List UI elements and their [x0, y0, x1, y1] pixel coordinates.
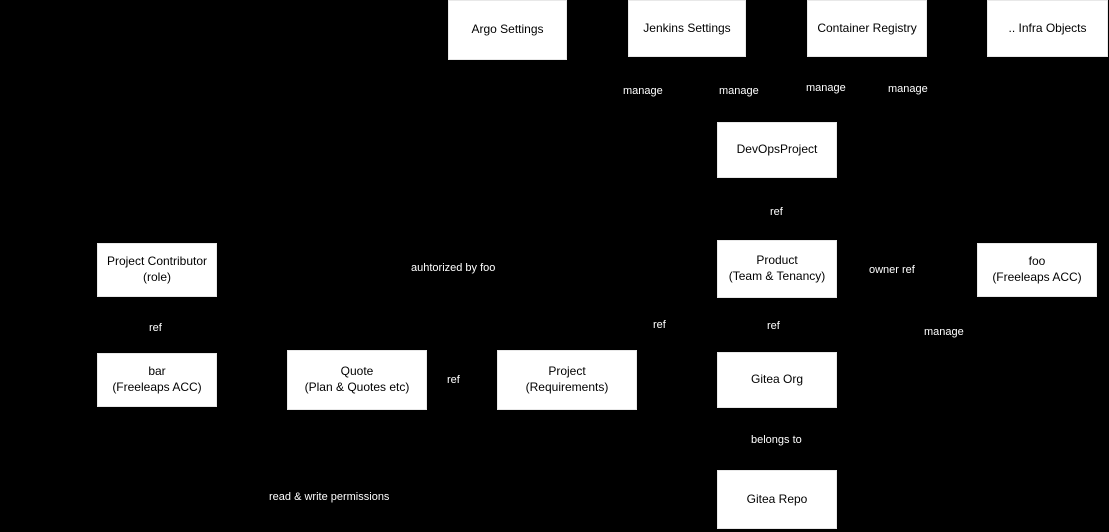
node-gitea-org: Gitea Org: [717, 352, 837, 408]
node-product: Product (Team & Tenancy): [717, 240, 837, 298]
edge-label-authorized-by-foo: auhtorized by foo: [410, 262, 497, 276]
node-container-registry: Container Registry: [807, 0, 927, 57]
edge-label-manage-infra: manage: [887, 83, 929, 97]
edge-label-belongs-to: belongs to: [750, 434, 803, 448]
node-gitea-repo: Gitea Repo: [717, 470, 837, 529]
node-infra-objects: .. Infra Objects: [987, 0, 1108, 57]
edge-label-ref-project-product: ref: [652, 319, 667, 333]
node-project-contributor: Project Contributor (role): [97, 243, 217, 297]
edge-label-read-write-permissions: read & write permissions: [268, 491, 391, 505]
node-devops-project: DevOpsProject: [717, 122, 837, 178]
edge-label-ref-quote-project: ref: [446, 374, 461, 388]
node-quote: Quote (Plan & Quotes etc): [287, 350, 427, 410]
edge-label-manage-argo: manage: [622, 85, 664, 99]
edge-label-ref-devops-product: ref: [769, 206, 784, 220]
edge-label-ref-contributor-bar: ref: [148, 322, 163, 336]
node-jenkins-settings: Jenkins Settings: [628, 0, 746, 57]
edge-label-owner-ref: owner ref: [868, 264, 916, 278]
edge-label-manage-jenkins: manage: [718, 85, 760, 99]
node-argo-settings: Argo Settings: [448, 0, 567, 60]
edge-label-ref-product-gitea-org: ref: [766, 320, 781, 334]
node-project-requirements: Project (Requirements): [497, 350, 637, 410]
edge-label-manage-registry: manage: [805, 82, 847, 96]
node-foo-account: foo (Freeleaps ACC): [977, 243, 1097, 297]
node-bar-account: bar (Freeleaps ACC): [97, 353, 217, 407]
edge-label-manage-right: manage: [923, 326, 965, 340]
